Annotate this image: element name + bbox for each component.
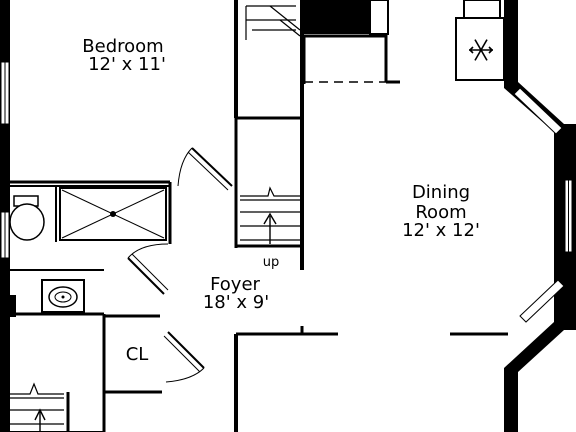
upper-stairs xyxy=(245,5,301,40)
fireplace xyxy=(302,0,400,84)
room-labels: Bedroom 12' x 11' Dining Room 12' x 12' … xyxy=(82,36,480,365)
toilet-icon xyxy=(9,195,45,241)
shower-icon xyxy=(59,187,167,241)
kitchen-appliance xyxy=(455,0,505,81)
bedroom-dims: 12' x 11' xyxy=(88,54,166,75)
closet-name: CL xyxy=(126,344,149,365)
bay-window-lower xyxy=(519,279,565,323)
foyer-name: Foyer xyxy=(210,274,260,295)
foyer-dims: 18' x 9' xyxy=(203,292,269,313)
stair-arrow-icon xyxy=(263,212,277,244)
sink-icon xyxy=(41,279,85,313)
snowflake-icon xyxy=(469,39,493,61)
bay-wall xyxy=(504,0,576,432)
doors xyxy=(127,147,233,383)
stairs-up-label: up xyxy=(263,255,280,270)
bathroom-fixtures xyxy=(9,187,167,313)
stair-arrow-icon xyxy=(34,408,46,432)
dining-name-line1: Dining xyxy=(412,182,470,203)
bay-window-upper xyxy=(513,87,563,135)
foyer-stairs xyxy=(240,186,300,244)
dining-dims: 12' x 12' xyxy=(402,220,480,241)
dining-name-line2: Room xyxy=(415,202,466,223)
interior-walls xyxy=(10,0,508,432)
lower-stairs xyxy=(10,382,64,432)
bedroom-name: Bedroom xyxy=(82,36,163,57)
